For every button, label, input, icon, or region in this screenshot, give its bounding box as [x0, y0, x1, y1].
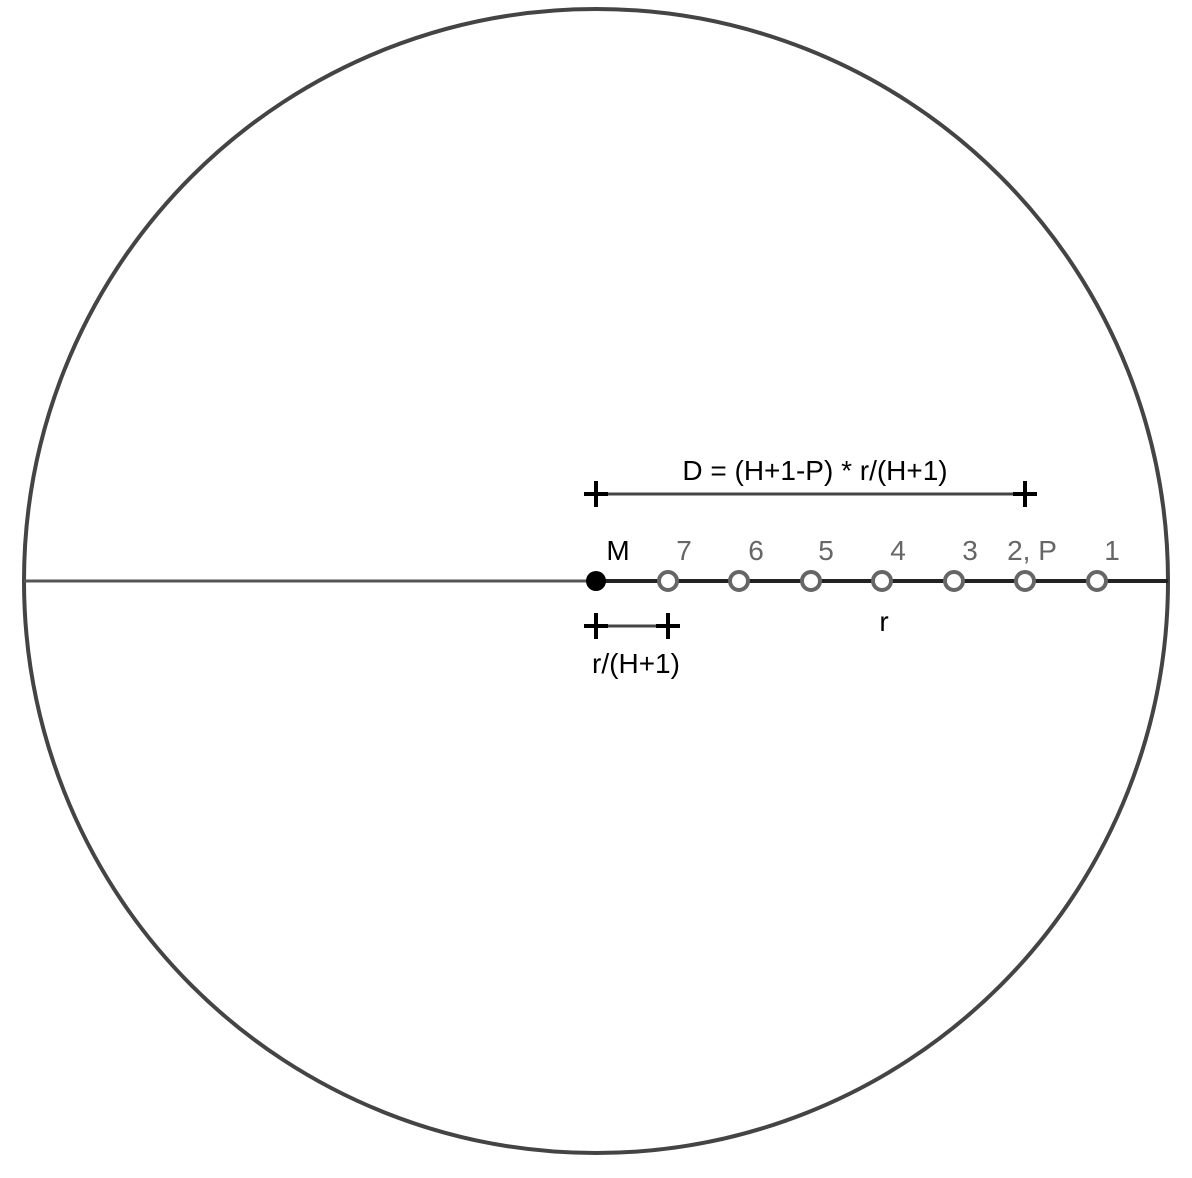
position-marker-5: 5 [800, 535, 834, 592]
marker-ring [657, 570, 679, 592]
marker-ring [943, 570, 965, 592]
marker-ring [800, 570, 822, 592]
position-marker-2-p: 2, P [1007, 535, 1057, 592]
marker-label: 1 [1104, 535, 1120, 566]
marker-ring [871, 570, 893, 592]
center-point [586, 571, 606, 591]
position-marker-6: 6 [728, 535, 764, 592]
step-bar-end-tick [656, 613, 680, 639]
marker-label: 2, P [1007, 535, 1057, 566]
center-label: M [606, 535, 629, 566]
marker-ring [1086, 570, 1108, 592]
distance-bar-start-tick [584, 481, 608, 507]
marker-ring [728, 570, 750, 592]
formula-label: D = (H+1-P) * r/(H+1) [682, 455, 947, 486]
marker-label: 7 [676, 535, 692, 566]
marker-label: 3 [962, 535, 978, 566]
position-marker-1: 1 [1086, 535, 1120, 592]
position-marker-4: 4 [871, 535, 906, 592]
step-label: r/(H+1) [592, 648, 680, 679]
radius-label: r [879, 606, 888, 637]
marker-label: 6 [748, 535, 764, 566]
marker-label: 5 [818, 535, 834, 566]
marker-ring [1014, 570, 1036, 592]
distance-bar-end-tick [1013, 481, 1037, 507]
position-marker-3: 3 [943, 535, 978, 592]
marker-label: 4 [890, 535, 906, 566]
position-marker-7: 7 [657, 535, 692, 592]
step-bar-start-tick [584, 613, 608, 639]
